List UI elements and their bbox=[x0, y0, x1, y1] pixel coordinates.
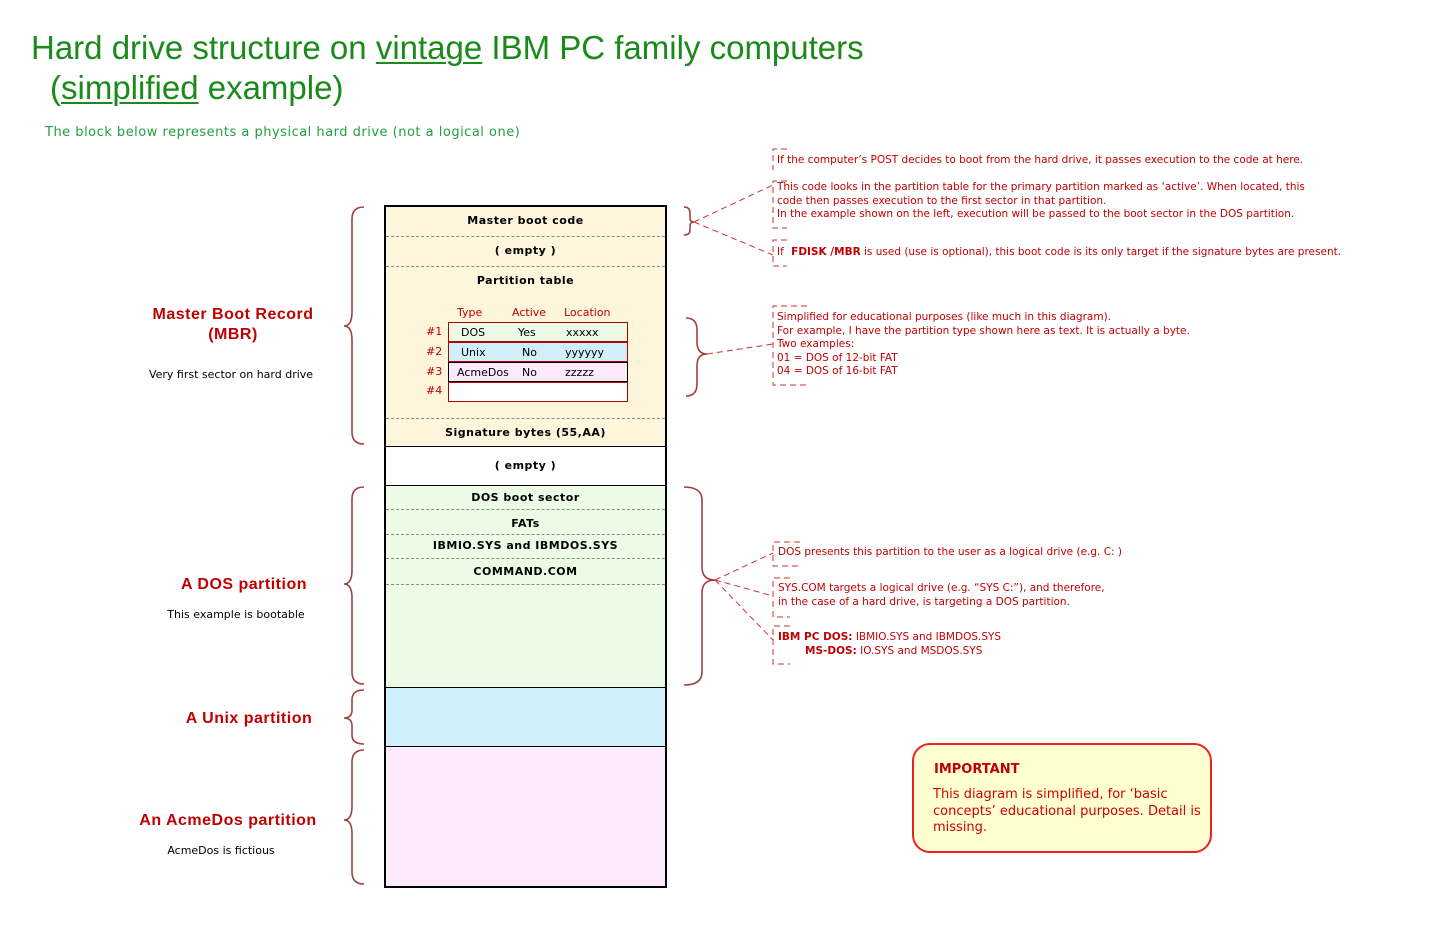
note-text: is used (use is optional), this boot cod… bbox=[860, 246, 1342, 258]
note-line: code then passes execution to the first … bbox=[777, 194, 1107, 207]
divider bbox=[386, 534, 665, 535]
title-vintage: vintage bbox=[375, 29, 483, 66]
acme-title: An AcmeDos partition bbox=[139, 812, 317, 829]
divider bbox=[386, 558, 665, 559]
note-system-files: IBM PC DOS: IBMIO.SYS and IBMDOS.SYS MS-… bbox=[778, 631, 1001, 658]
cell-location: yyyyyy bbox=[565, 346, 605, 359]
cell-type: AcmeDos bbox=[457, 366, 509, 379]
divider bbox=[386, 509, 665, 510]
note-fdisk: If FDISK /MBR is used (use is optional),… bbox=[777, 246, 1341, 260]
important-title: IMPORTANT bbox=[934, 762, 1020, 777]
divider bbox=[386, 236, 665, 237]
note-sys-com: SYS.COM targets a logical drive (e.g. “S… bbox=[778, 582, 1105, 609]
title-text: example) bbox=[198, 69, 344, 106]
subtitle: The block below represents a physical ha… bbox=[45, 125, 521, 140]
table-row: DOS Yes xxxxx bbox=[448, 322, 628, 342]
divider bbox=[386, 418, 665, 419]
dos-note: This example is bootable bbox=[167, 608, 305, 621]
unix-left-bracket bbox=[343, 689, 365, 745]
note-boot-code: This code looks in the partition table f… bbox=[777, 181, 1305, 222]
mbr-region: Master boot code ( empty ) Partition tab… bbox=[386, 207, 665, 446]
note-line: Two examples: bbox=[777, 338, 855, 350]
fats: FATs bbox=[511, 517, 540, 530]
title-text: ( bbox=[50, 69, 61, 106]
col-active: Active bbox=[512, 306, 547, 319]
note-line: This code looks in the partition table f… bbox=[777, 181, 1305, 193]
master-boot-code: Master boot code bbox=[467, 214, 584, 227]
divider bbox=[386, 266, 665, 267]
ms-files: IO.SYS and MSDOS.SYS bbox=[856, 644, 983, 657]
table-row: AcmeDos No zzzzz bbox=[448, 362, 628, 382]
ptable-right-bracket bbox=[685, 317, 708, 397]
note-partition-table: Simplified for educational purposes (lik… bbox=[777, 311, 1190, 379]
title-simplified: simplified bbox=[61, 69, 199, 106]
page-title-line2: (simplified example) bbox=[50, 68, 343, 108]
table-row bbox=[448, 382, 628, 402]
row-num: #4 bbox=[426, 384, 443, 397]
dos-title: A DOS partition bbox=[180, 576, 307, 593]
note-post-boot: If the computer’s POST decides to boot f… bbox=[777, 154, 1304, 166]
mbr-note: Very first sector on hard drive bbox=[148, 368, 314, 381]
cell-type: Unix bbox=[461, 346, 486, 359]
title-text: IBM PC family computers bbox=[482, 29, 864, 66]
cell-type: DOS bbox=[461, 326, 486, 339]
cell-active: Yes bbox=[518, 326, 536, 339]
command-com: COMMAND.COM bbox=[473, 565, 578, 578]
signature-bytes: Signature bytes (55,AA) bbox=[445, 426, 606, 439]
title-text: Hard drive structure on bbox=[31, 29, 376, 66]
row-num: #3 bbox=[426, 365, 443, 378]
note-line: In the example shown on the left, execut… bbox=[777, 208, 1295, 220]
note-line: 04 = DOS of 16-bit FAT bbox=[777, 365, 898, 377]
cell-active: No bbox=[522, 346, 537, 359]
row-num: #2 bbox=[426, 345, 443, 358]
important-callout: IMPORTANT This diagram is simplified, fo… bbox=[912, 743, 1212, 853]
acme-left-bracket bbox=[343, 749, 365, 885]
dos-left-bracket bbox=[343, 486, 365, 685]
partition-table-label: Partition table bbox=[476, 274, 575, 287]
gap-empty: ( empty ) bbox=[494, 459, 557, 472]
table-row: Unix No yyyyyy bbox=[448, 342, 628, 362]
fdisk-command: FDISK /MBR bbox=[791, 246, 861, 258]
acme-note: AcmeDos is fictious bbox=[167, 844, 275, 857]
mbr-empty: ( empty ) bbox=[494, 244, 557, 257]
mbr-title-line1: Master Boot Record bbox=[152, 306, 314, 323]
note-logical-drive: DOS presents this partition to the user … bbox=[778, 546, 1123, 558]
mbr-title: Master Boot Record (MBR) bbox=[133, 305, 333, 345]
mbr-left-bracket bbox=[343, 206, 365, 445]
note-line: IBM PC DOS: IBMIO.SYS and IBMDOS.SYS bbox=[778, 631, 1001, 645]
hard-drive-block: Master boot code ( empty ) Partition tab… bbox=[384, 205, 667, 888]
cell-location: zzzzz bbox=[565, 366, 594, 379]
note-line: 01 = DOS of 12-bit FAT bbox=[777, 351, 898, 364]
note-line: MS-DOS: IO.SYS and MSDOS.SYS bbox=[778, 645, 1001, 659]
cell-location: xxxxx bbox=[566, 326, 599, 339]
note-text: If bbox=[777, 246, 788, 258]
gap-region: ( empty ) bbox=[386, 446, 665, 486]
mbr-title-line2: (MBR) bbox=[208, 326, 258, 343]
divider bbox=[386, 584, 665, 585]
col-location: Location bbox=[564, 306, 611, 319]
unix-partition-region bbox=[386, 687, 665, 747]
note-line: Simplified for educational purposes (lik… bbox=[777, 311, 1112, 323]
acmedos-partition-region bbox=[386, 747, 665, 886]
dos-boot-sector: DOS boot sector bbox=[471, 491, 580, 504]
unix-title: A Unix partition bbox=[185, 710, 313, 727]
system-files: IBMIO.SYS and IBMDOS.SYS bbox=[432, 539, 619, 552]
important-text: This diagram is simplified, for ‘basic c… bbox=[933, 787, 1201, 835]
row-num: #1 bbox=[426, 325, 443, 338]
page-title: Hard drive structure on vintage IBM PC f… bbox=[31, 28, 864, 68]
col-type: Type bbox=[457, 306, 483, 319]
dos-right-bracket bbox=[683, 486, 716, 686]
ibm-label: IBM PC DOS: bbox=[778, 631, 853, 643]
boot-code-right-bracket bbox=[683, 206, 695, 236]
ibm-files: IBMIO.SYS and IBMDOS.SYS bbox=[852, 631, 1002, 643]
cell-active: No bbox=[522, 366, 537, 379]
note-line: SYS.COM targets a logical drive (e.g. “S… bbox=[778, 582, 1105, 594]
note-line: in the case of a hard drive, is targetin… bbox=[778, 595, 1070, 608]
note-line: For example, I have the partition type s… bbox=[777, 324, 1190, 337]
dos-partition-region: DOS boot sector FATs IBMIO.SYS and IBMDO… bbox=[386, 486, 665, 687]
ms-label: MS-DOS: bbox=[805, 644, 857, 657]
